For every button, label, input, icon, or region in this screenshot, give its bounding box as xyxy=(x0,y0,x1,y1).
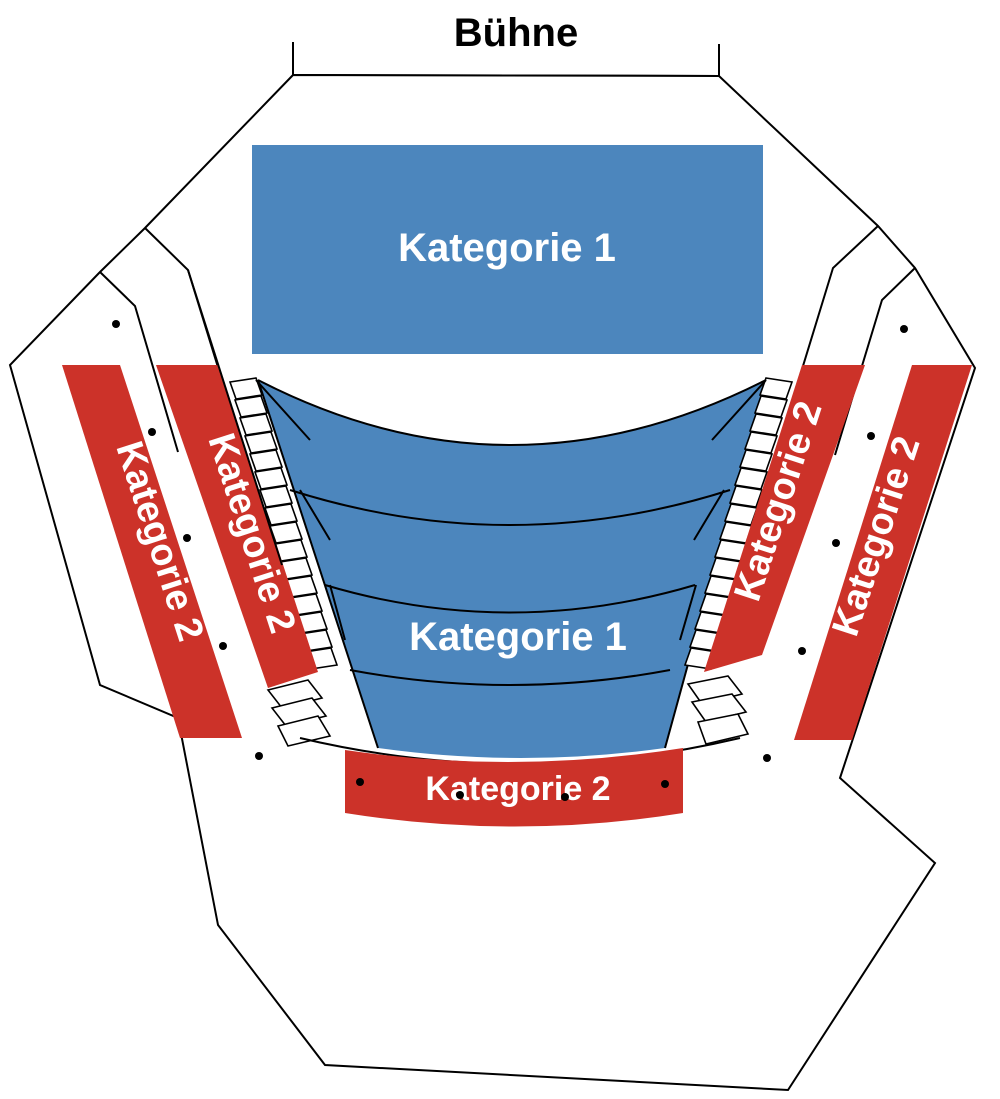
section-label: Kategorie 1 xyxy=(409,615,627,659)
left-seat-column xyxy=(228,377,346,747)
left-aisle-line-outer xyxy=(99,271,179,453)
section-rear[interactable]: Kategorie 2 xyxy=(345,748,683,827)
aisle-markers xyxy=(112,320,908,801)
section-parterre[interactable]: Kategorie 1 xyxy=(257,379,767,758)
section-label: Kategorie 2 xyxy=(425,770,610,808)
stage-label: Bühne xyxy=(454,11,578,55)
section-label: Kategorie 1 xyxy=(398,226,616,270)
section-stage-block[interactable]: Kategorie 1 xyxy=(252,145,763,354)
